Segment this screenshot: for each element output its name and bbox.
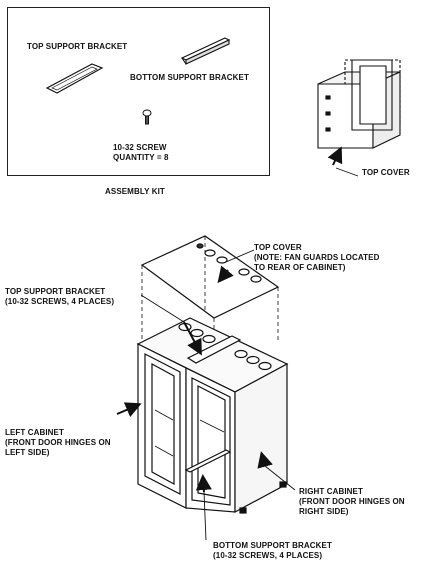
- screw-part: [142, 109, 152, 125]
- left-cabinet-label: LEFT CABINET: [5, 428, 64, 437]
- top-bracket-note: (10-32 SCREWS, 4 PLACES): [5, 297, 115, 306]
- screw-quantity-label: QUANTITY = 8: [113, 153, 169, 162]
- right-cabinet-note-1: (FRONT DOOR HINGES ON: [299, 497, 405, 506]
- inset-cabinet: [317, 59, 401, 149]
- bottom-bracket-note: (10-32 SCREWS, 4 PLACES): [213, 551, 323, 560]
- assembly-kit-caption: ASSEMBLY KIT: [105, 187, 165, 196]
- bottom-support-bracket-part: [180, 37, 231, 65]
- top-cover-note-2: TO REAR OF CABINET): [254, 263, 346, 272]
- top-support-bracket-label: TOP SUPPORT BRACKET: [27, 42, 128, 51]
- screw-label: 10-32 SCREW: [113, 143, 167, 152]
- assembly-kit-box: [7, 7, 270, 176]
- bottom-bracket-label: BOTTOM SUPPORT BRACKET: [213, 541, 332, 550]
- cabinet-assembly: [136, 317, 289, 514]
- right-cabinet-label: RIGHT CABINET: [299, 487, 363, 496]
- inset-top-cover-label: TOP COVER: [362, 168, 410, 177]
- top-cover-panel: [140, 235, 280, 319]
- top-bracket-label: TOP SUPPORT BRACKET: [5, 287, 106, 296]
- left-cabinet-note-1: (FRONT DOOR HINGES ON: [5, 438, 111, 447]
- top-cover-label: TOP COVER: [254, 243, 302, 252]
- left-cabinet-note-2: LEFT SIDE): [5, 448, 50, 457]
- bottom-support-bracket-label: BOTTOM SUPPORT BRACKET: [130, 73, 249, 82]
- right-cabinet-note-2: RIGHT SIDE): [299, 507, 349, 516]
- top-support-bracket-part: [45, 63, 104, 94]
- top-cover-note-1: (NOTE: FAN GUARDS LOCATED: [254, 253, 380, 262]
